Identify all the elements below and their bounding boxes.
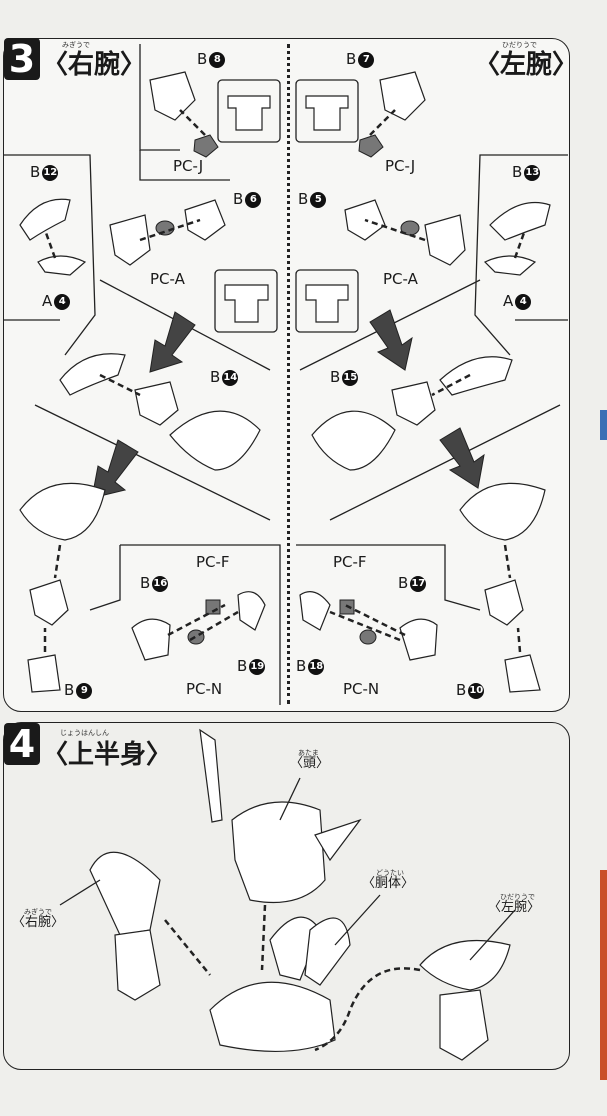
step-4-panel — [3, 722, 570, 1070]
label-pc-j-right: PC-J — [385, 157, 416, 175]
upper-body-ruby: じょうはんしん — [60, 729, 109, 737]
part-number-19: 19 — [249, 658, 266, 675]
part-number-13: 13 — [524, 164, 541, 181]
part-number-4-left: 4 — [54, 293, 71, 310]
part-number-7: 7 — [358, 51, 375, 68]
label-left-arm: 〈左腕〉 — [488, 900, 541, 915]
page-edge-tab-blue — [600, 410, 607, 440]
part-number-6: 6 — [245, 191, 262, 208]
label-pc-a-right: PC-A — [383, 270, 418, 288]
label-torso: 〈胴体〉 — [362, 876, 415, 891]
part-number-10: 10 — [468, 682, 485, 699]
label-head: 〈頭〉 — [290, 756, 330, 771]
right-arm-ruby-step4: みぎうで — [24, 908, 52, 916]
step-4-number: 4 — [4, 723, 40, 765]
part-number-5: 5 — [310, 191, 327, 208]
part-number-9: 9 — [76, 682, 93, 699]
label-pc-n-left: PC-N — [186, 680, 223, 698]
part-number-18: 18 — [308, 658, 325, 675]
part-number-14: 14 — [222, 369, 239, 386]
label-pc-f-right: PC-F — [333, 553, 367, 571]
step-4-title: 〈上半身〉 — [42, 740, 173, 770]
part-number-15: 15 — [342, 369, 359, 386]
part-number-4-right: 4 — [515, 293, 532, 310]
label-pc-j-left: PC-J — [173, 157, 204, 175]
head-ruby: あたま — [298, 749, 319, 757]
step-3-number: 3 — [4, 38, 40, 80]
left-arm-ruby: ひだりうで — [502, 41, 537, 49]
label-pc-a-left: PC-A — [150, 270, 185, 288]
torso-ruby: どうたい — [376, 869, 404, 877]
label-right-arm: 〈右腕〉 — [12, 915, 65, 930]
label-pc-f-left: PC-F — [196, 553, 230, 571]
right-arm-ruby: みぎうで — [62, 41, 90, 49]
part-number-8: 8 — [209, 51, 226, 68]
center-divider — [287, 44, 290, 704]
part-number-12: 12 — [42, 164, 59, 181]
label-pc-n-right: PC-N — [343, 680, 380, 698]
left-arm-ruby-step4: ひだりうで — [500, 893, 535, 901]
part-number-17: 17 — [410, 575, 427, 592]
part-number-16: 16 — [152, 575, 169, 592]
step-3-title-right-arm: 〈右腕〉 — [42, 50, 147, 80]
step-3-title-left-arm: 〈左腕〉 — [474, 50, 579, 80]
page-edge-tab-orange — [600, 870, 607, 1080]
